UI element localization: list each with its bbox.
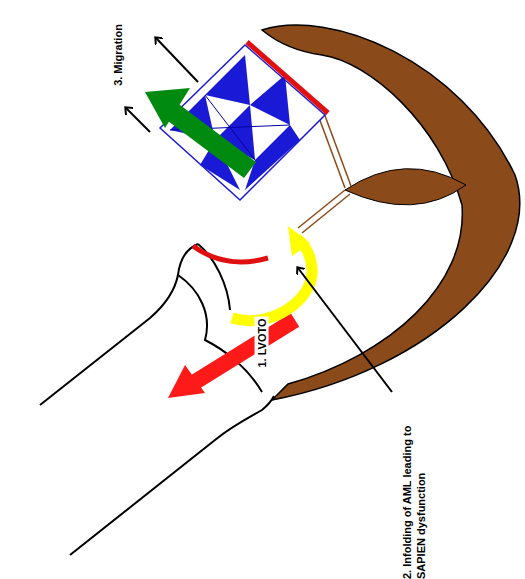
- callout-label: 2. Infolding of AML leading to SAPIEN dy…: [400, 395, 428, 579]
- migration-arrow: [145, 88, 250, 170]
- lvoto-arrow: [168, 320, 295, 398]
- ventricle-wall: [262, 25, 520, 400]
- mitral-leaflet: [345, 169, 466, 205]
- infolding-arrow: [232, 226, 312, 321]
- callout-label: 1. LVOTO: [255, 316, 269, 369]
- callout-label: 3. Migration: [111, 22, 125, 88]
- direction-arrow: [126, 108, 150, 132]
- leader-line: [298, 268, 392, 392]
- direction-arrow: [156, 38, 198, 82]
- annulus-line: [193, 246, 268, 262]
- aorta-outline: [40, 244, 274, 555]
- annulus-line: [247, 42, 328, 113]
